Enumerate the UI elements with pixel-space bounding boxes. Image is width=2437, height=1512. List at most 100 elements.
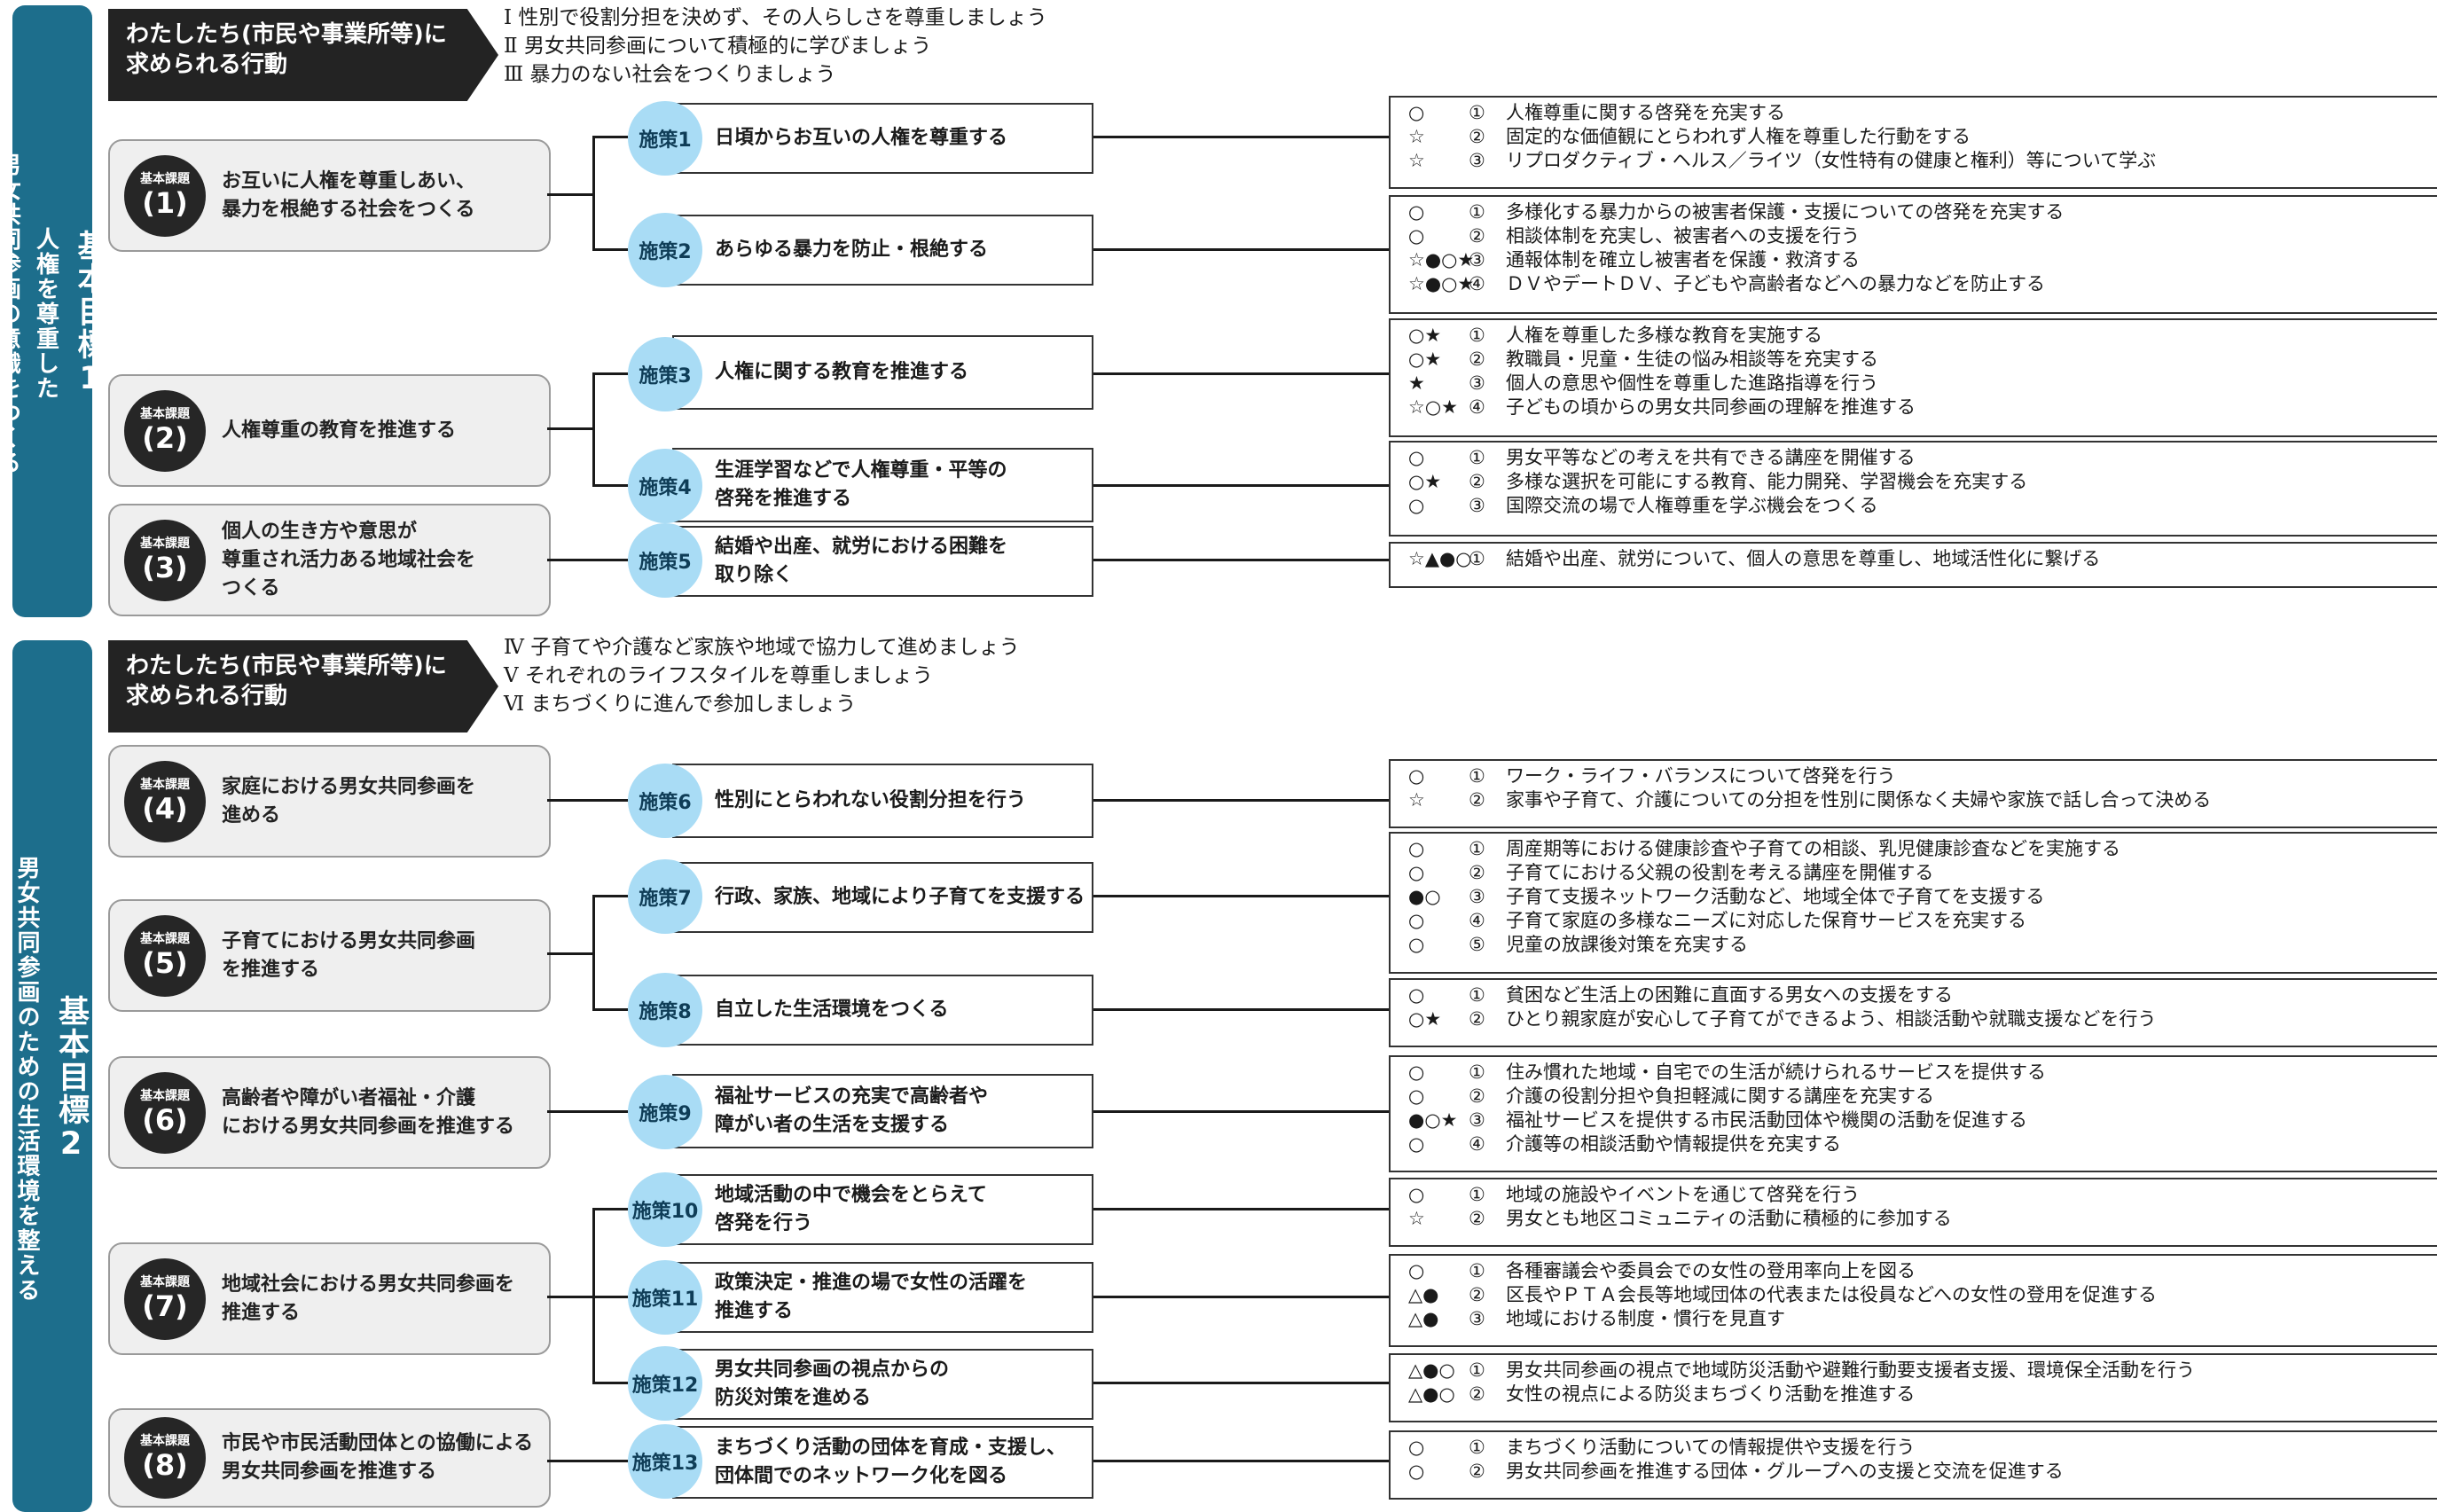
measure-text: 家事や子育て、介護についての分担を性別に関係なく夫婦や家族で話し合って決める <box>1506 789 2212 811</box>
measure-mark: ☆●○★ <box>1408 249 1475 270</box>
policy-number-1: 施策1 <box>628 101 702 176</box>
measure-number: ⑤ <box>1469 934 1485 955</box>
policy-number-11: 施策11 <box>628 1260 702 1335</box>
measure-number: ② <box>1469 789 1485 811</box>
policy-number-13: 施策13 <box>628 1424 702 1499</box>
policy-number-3: 施策3 <box>628 337 702 411</box>
measure-mark: ●○★ <box>1408 1109 1458 1131</box>
goal-1-title-a: 人権を尊重した <box>32 227 59 401</box>
issue-title: 高齢者や障がい者福祉・介護における男女共同参画を推進する <box>222 1086 515 1138</box>
measure-number: ① <box>1469 447 1485 468</box>
measure-text: 各種審議会や委員会での女性の登用率向上を図る <box>1506 1260 1916 1281</box>
measure-number: ② <box>1469 471 1485 492</box>
principles-list-2: Ⅳ 子育てや介護など家族や地域で協力して進めましょう Ⅴ それぞれのライフスタイ… <box>504 633 1020 718</box>
measure-text: リプロダクティブ・ヘルス／ライツ（女性特有の健康と権利）等について学ぶ <box>1506 150 2157 171</box>
measure-text: 女性の視点による防災まちづくり活動を推進する <box>1506 1383 1916 1405</box>
connector <box>547 1110 628 1113</box>
policy-2: あらゆる暴力を防止・根絶する <box>672 215 1093 286</box>
policy-9: 福祉サービスの充実で高齢者や障がい者の生活を支援する <box>672 1074 1093 1148</box>
issue-badge: 基本課題(2) <box>124 389 206 472</box>
measure-number: ② <box>1469 126 1485 147</box>
policy-5: 結婚や出産、就労における困難を取り除く <box>672 526 1093 597</box>
connector <box>592 248 628 251</box>
measure-text: ひとり親家庭が安心して子育てができるよう、相談活動や就職支援などを行う <box>1506 1008 2157 1030</box>
measure-mark: ☆ <box>1408 1208 1425 1229</box>
measure-mark: ○ <box>1408 1437 1425 1458</box>
issue-title: 子育てにおける男女共同参画を推進する <box>222 929 476 981</box>
measure-mark: △● <box>1408 1308 1439 1329</box>
connector <box>1049 248 1389 251</box>
measure-text: 地域における制度・慣行を見直す <box>1506 1308 1785 1329</box>
measure-number: ① <box>1469 984 1485 1006</box>
measure-mark: ○ <box>1408 765 1425 787</box>
measure-text: 区長やＰＴＡ会長等地域団体の代表または役員などへの女性の登用を促進する <box>1506 1284 2157 1305</box>
connector <box>1049 1382 1389 1384</box>
issue-title: 市民や市民活動団体との協働による男女共同参画を推進する <box>222 1432 534 1483</box>
measure-number: ① <box>1469 1184 1485 1205</box>
measure-number: ① <box>1469 325 1485 346</box>
measure-number: ② <box>1469 1383 1485 1405</box>
measure-number: ④ <box>1469 273 1485 294</box>
measure-number: ③ <box>1469 372 1485 394</box>
measure-mark: ☆▲●○ <box>1408 548 1472 569</box>
policy-number-12: 施策12 <box>628 1346 702 1421</box>
measure-mark: ○ <box>1408 910 1425 931</box>
measure-number: ② <box>1469 1208 1485 1229</box>
measure-mark: ○ <box>1408 1085 1425 1107</box>
connector <box>1049 484 1389 487</box>
basic-issue-6: 基本課題(6) 高齢者や障がい者福祉・介護における男女共同参画を推進する <box>108 1056 551 1169</box>
issue-title: 地域社会における男女共同参画を推進する <box>222 1273 515 1324</box>
measure-number: ① <box>1469 1062 1485 1083</box>
connector <box>592 1382 628 1384</box>
measure-mark: ○ <box>1408 495 1425 516</box>
measure-text: 人権を尊重した多様な教育を実施する <box>1506 325 1822 346</box>
issue-badge: 基本課題(7) <box>124 1257 206 1340</box>
policy-number-7: 施策7 <box>628 859 702 934</box>
connector <box>592 1208 628 1210</box>
connector <box>1049 1460 1389 1462</box>
measure-mark: ○★ <box>1408 1008 1442 1030</box>
required-action-header-2: わたしたち(市民や事業所等)に 求められる行動 <box>108 640 498 732</box>
measure-text: 子育て家庭の多様なニーズに対応した保育サービスを充実する <box>1506 910 2026 931</box>
measure-number: ② <box>1469 1085 1485 1107</box>
connector <box>592 895 595 1010</box>
measure-mark: ○ <box>1408 1062 1425 1083</box>
connector <box>547 559 628 561</box>
required-action-header-1: わたしたち(市民や事業所等)に 求められる行動 <box>108 9 498 101</box>
goal-2-label: 基本目標2 <box>53 994 89 1163</box>
measure-mark: ○ <box>1408 862 1425 883</box>
issue-badge: 基本課題(4) <box>124 760 206 842</box>
goal-1-title-b: 男女共同参画の意識をつくる <box>0 153 21 475</box>
issue-title: 個人の生き方や意思が尊重され活力ある地域社会をつくる <box>222 520 476 599</box>
measure-number: ② <box>1469 225 1485 247</box>
measure-mark: ○ <box>1408 102 1425 123</box>
connector <box>592 484 628 487</box>
connector <box>1049 1110 1389 1113</box>
measure-mark: ○ <box>1408 984 1425 1006</box>
connector <box>592 136 628 138</box>
connector <box>547 1460 628 1462</box>
measure-mark: ☆ <box>1408 150 1425 171</box>
principle-item: Ⅲ 暴力のない社会をつくりましょう <box>504 63 836 86</box>
measure-text: 結婚や出産、就労について、個人の意思を尊重し、地域活性化に繋げる <box>1506 548 2101 569</box>
basic-goal-1-band: 基本目標1 人権を尊重した 男女共同参画の意識をつくる <box>0 5 108 617</box>
connector <box>1049 372 1389 375</box>
measure-text: 男女平等などの考えを共有できる講座を開催する <box>1506 447 1916 468</box>
connector <box>547 1296 594 1298</box>
measure-number: ① <box>1469 765 1485 787</box>
